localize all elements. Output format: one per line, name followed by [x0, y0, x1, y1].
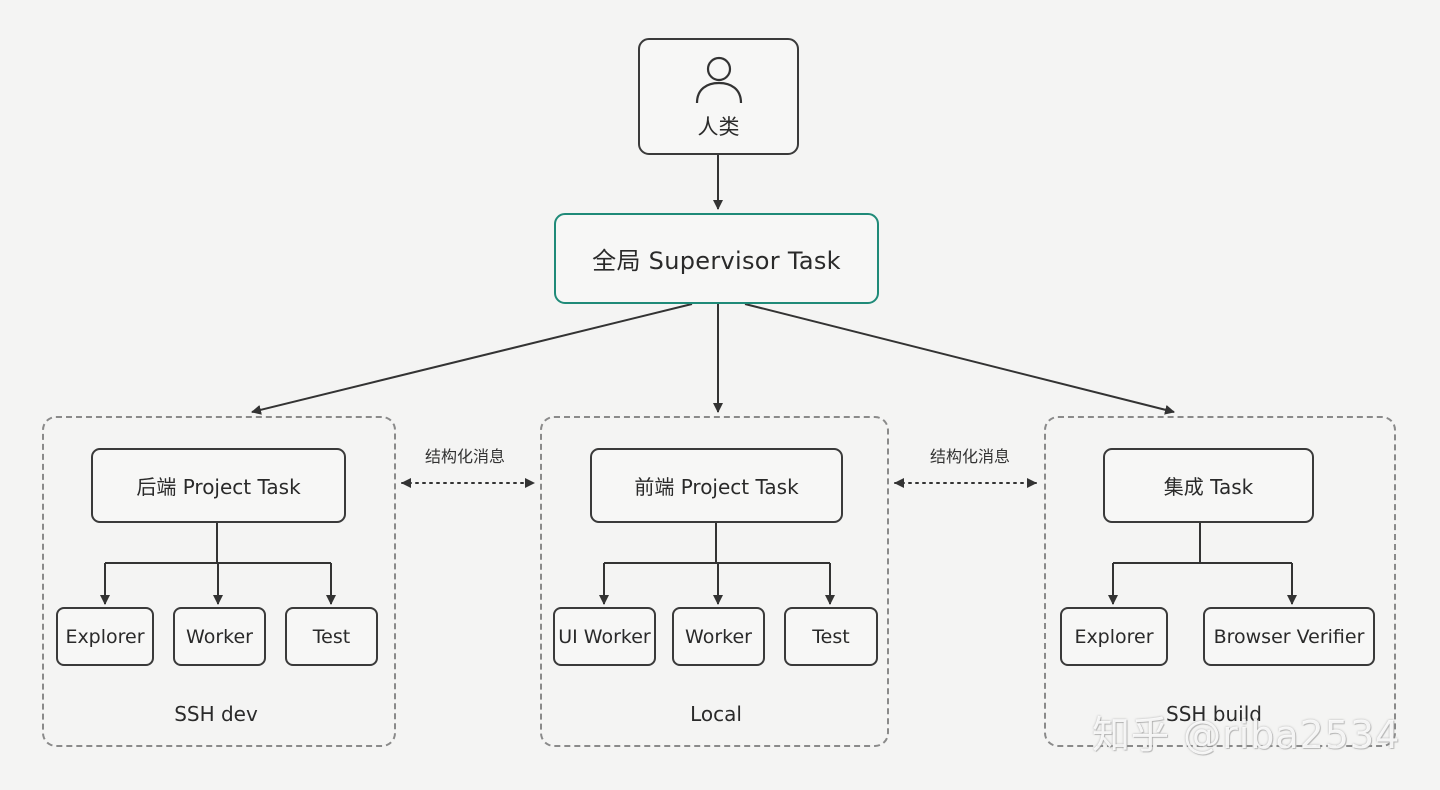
supervisor-task-label: 全局 Supervisor Task [592, 247, 841, 275]
backend-worker-node: Worker [173, 607, 266, 666]
group-ssh-dev [42, 416, 396, 747]
worker-label: Worker [186, 625, 253, 648]
backend-test-node: Test [285, 607, 378, 666]
group-label-local: Local [690, 702, 742, 726]
worker-label: Worker [685, 625, 752, 648]
message-label-left: 结构化消息 [424, 447, 506, 466]
frontend-worker-node: Worker [672, 607, 765, 666]
worker-label: Browser Verifier [1213, 625, 1365, 648]
frontend-project-task-label: 前端 Project Task [634, 475, 799, 499]
message-label-right: 结构化消息 [929, 447, 1011, 466]
integration-explorer-node: Explorer [1060, 607, 1168, 666]
arrow-supervisor-to-integration [744, 303, 1175, 415]
user-icon [695, 56, 742, 103]
watermark: 知乎 @riba2534 [1092, 713, 1401, 757]
supervisor-task-node: 全局 Supervisor Task [554, 213, 879, 304]
frontend-uiworker-node: UI Worker [553, 607, 656, 666]
worker-label: UI Worker [558, 625, 651, 648]
worker-label: Test [812, 625, 850, 648]
integration-task-label: 集成 Task [1163, 475, 1254, 499]
backend-project-task-node: 后端 Project Task [91, 448, 346, 523]
integration-browser-verifier-node: Browser Verifier [1203, 607, 1375, 666]
integration-task-node: 集成 Task [1103, 448, 1314, 523]
human-node: 人类 [638, 38, 799, 155]
worker-label: Test [312, 625, 351, 648]
frontend-project-task-node: 前端 Project Task [590, 448, 843, 523]
group-label-ssh-build: SSH build [1166, 702, 1262, 726]
group-label-ssh-dev: SSH dev [174, 702, 258, 726]
backend-explorer-node: Explorer [56, 607, 154, 666]
worker-label: Explorer [65, 625, 145, 648]
group-local [540, 416, 889, 747]
human-label: 人类 [697, 114, 740, 139]
backend-project-task-label: 后端 Project Task [136, 475, 301, 499]
frontend-test-node: Test [784, 607, 878, 666]
arrow-supervisor-to-backend [251, 303, 693, 415]
worker-label: Explorer [1074, 625, 1154, 648]
group-ssh-build [1044, 416, 1396, 747]
